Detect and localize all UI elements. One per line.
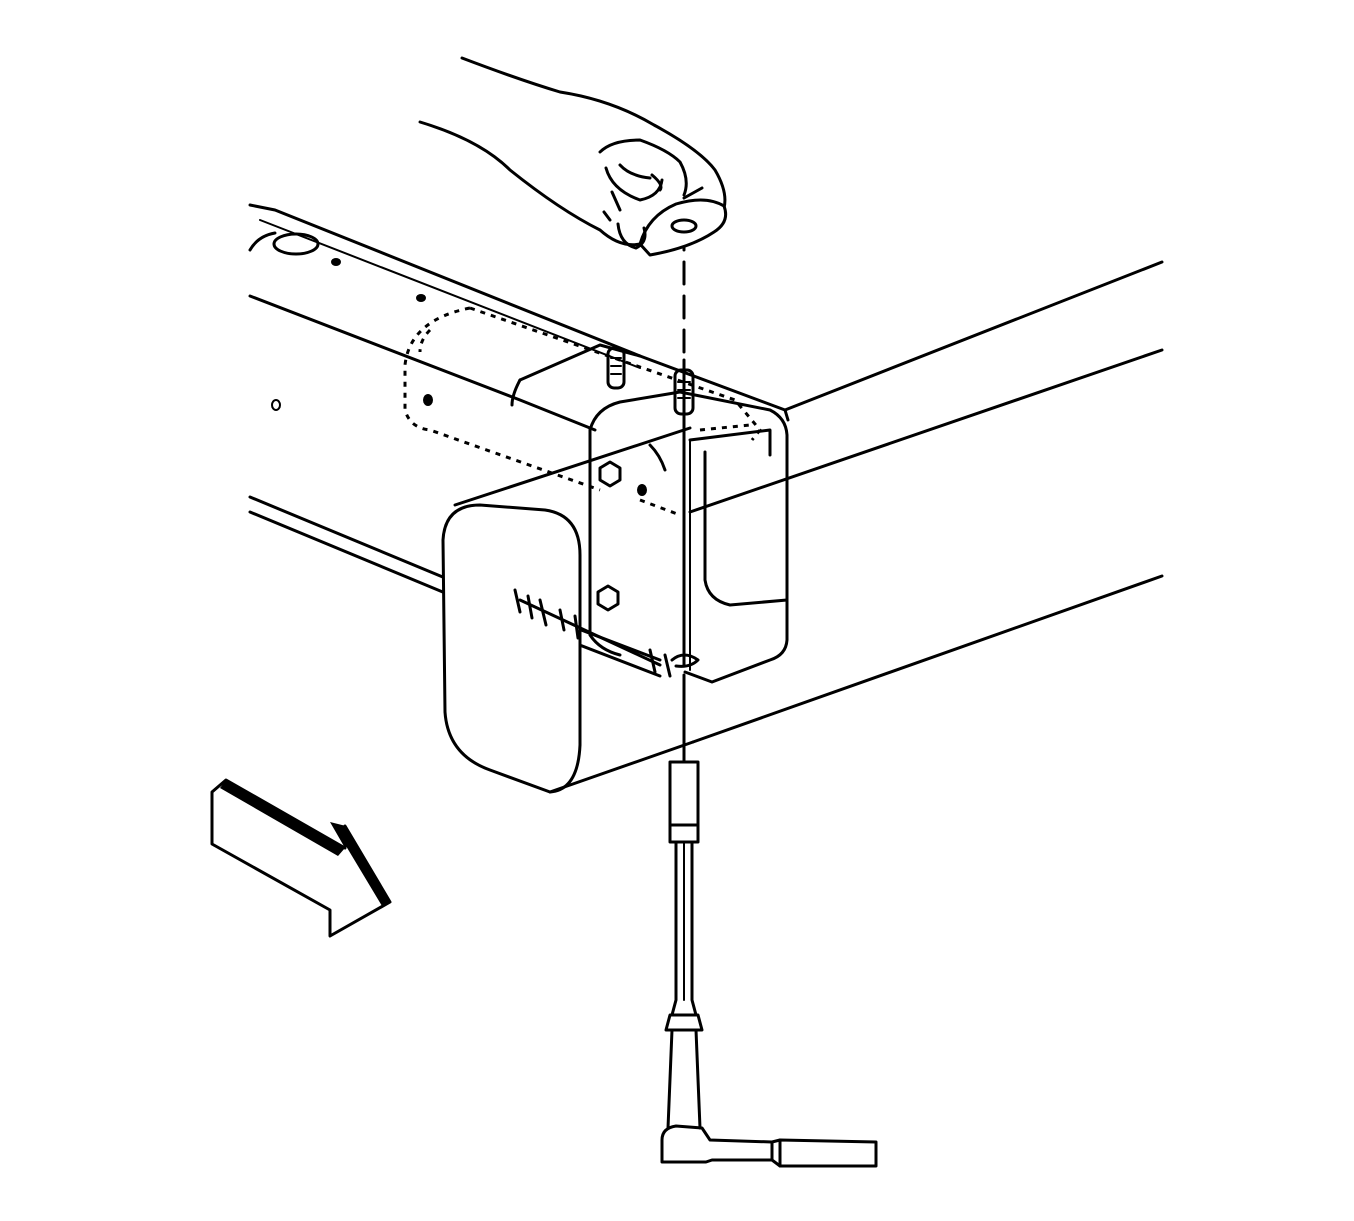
rail-end-cap <box>441 460 695 794</box>
slotted-hole <box>272 232 320 256</box>
universal-joint <box>664 1013 704 1032</box>
box-channel <box>510 343 789 684</box>
fasteners <box>606 346 695 416</box>
socket <box>668 760 700 844</box>
fastener-pin-left <box>606 346 626 390</box>
front-direction-arrow-icon <box>210 778 392 938</box>
crossmember <box>453 260 1164 744</box>
ratchet-handle <box>660 1124 878 1168</box>
hex-nut-lower <box>596 584 620 612</box>
hand-illustration <box>418 56 728 257</box>
hex-nut-upper <box>598 460 622 488</box>
hidden-reinforcement-outline <box>403 306 762 517</box>
grommet-plug <box>638 198 728 257</box>
